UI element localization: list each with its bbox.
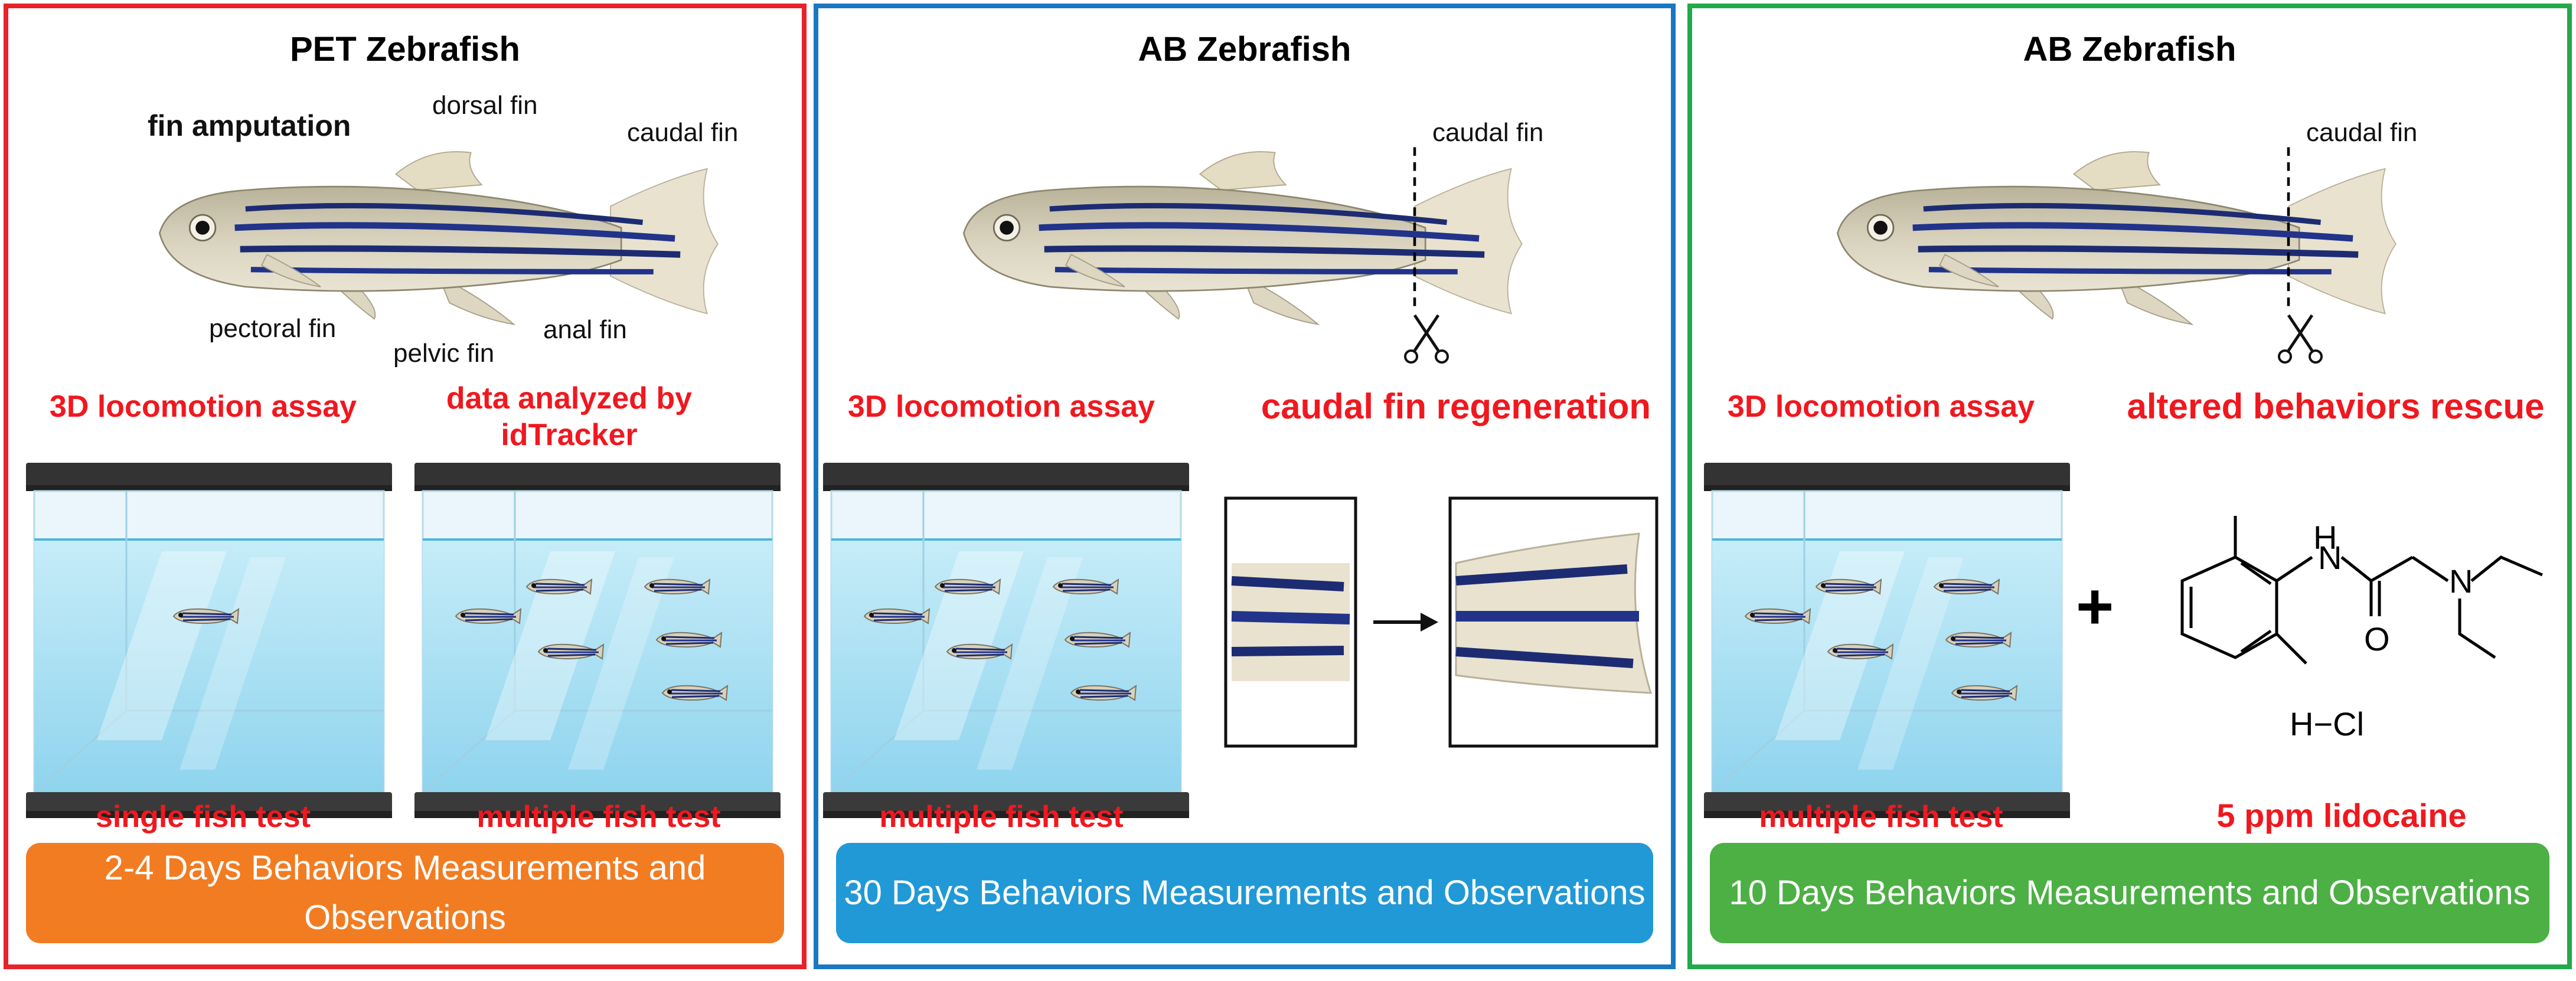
- scissors-icon: [2283, 315, 2318, 368]
- tank-multiple-fish: [822, 462, 1190, 819]
- tank-single-fish: [25, 462, 393, 819]
- hcl-label: H−Cl: [2290, 705, 2365, 743]
- footer-banner: 30 Days Behaviors Measurements and Obser…: [836, 843, 1653, 943]
- zebrafish-diagram: [1816, 147, 2407, 333]
- panel-pet-zebrafish: PET Zebrafish fin amputation dorsal fin …: [4, 4, 807, 969]
- zebrafish-diagram: [942, 147, 1533, 333]
- caudal-fin-label: caudal fin: [2306, 118, 2418, 147]
- plus-sign: +: [2076, 570, 2114, 643]
- panel-title: AB Zebrafish: [1138, 30, 1351, 68]
- drug-label: 5 ppm lidocaine: [2216, 797, 2467, 834]
- assay-label-right: data analyzed by idTracker: [446, 381, 693, 452]
- assay-label-left: 3D locomotion assay: [49, 390, 357, 424]
- anal-fin-label: anal fin: [543, 315, 627, 344]
- chem-n2-label: N: [2449, 563, 2473, 600]
- assay-label-right: altered behaviors rescue: [2127, 387, 2545, 426]
- footer-banner: 10 Days Behaviors Measurements and Obser…: [1710, 843, 2549, 943]
- chem-o-label: O: [2364, 620, 2390, 658]
- pelvic-fin-label: pelvic fin: [393, 339, 495, 368]
- panel-title: AB Zebrafish: [2023, 30, 2237, 68]
- panel-ab-zebrafish-regeneration: AB Zebrafish caudal fin 3D locomotion as…: [814, 4, 1676, 969]
- tank-label-right: multiple fish test: [476, 800, 721, 834]
- zebrafish-diagram: [138, 144, 729, 333]
- assay-label-left: 3D locomotion assay: [847, 390, 1155, 424]
- chem-n1-label: N: [2318, 539, 2342, 576]
- footer-banner: 2-4 Days Behaviors Measurements and Obse…: [26, 843, 784, 943]
- panel-title: PET Zebrafish: [290, 30, 520, 68]
- tank-label: multiple fish test: [879, 800, 1124, 834]
- dorsal-fin-label: dorsal fin: [432, 91, 538, 120]
- tank-multiple-fish: [413, 462, 782, 819]
- regeneration-illustration: [1224, 496, 1658, 748]
- panel-ab-zebrafish-rescue: AB Zebrafish caudal fin 3D locomotion as…: [1687, 4, 2572, 969]
- chem-h-label: H: [2313, 519, 2337, 556]
- fin-amputation-label: fin amputation: [148, 109, 351, 142]
- caudal-fin-label: caudal fin: [627, 118, 739, 147]
- tank-multiple-fish: [1703, 462, 2071, 819]
- scissors-icon: [1409, 315, 1444, 368]
- pectoral-fin-label: pectoral fin: [209, 314, 337, 343]
- assay-label-left: 3D locomotion assay: [1727, 390, 2035, 424]
- tank-label-left: single fish test: [95, 800, 311, 834]
- tank-label: multiple fish test: [1759, 800, 2003, 834]
- lidocaine-structure: H N O N: [2180, 516, 2543, 665]
- caudal-fin-label: caudal fin: [1432, 118, 1544, 147]
- assay-label-right: caudal fin regeneration: [1261, 387, 1651, 426]
